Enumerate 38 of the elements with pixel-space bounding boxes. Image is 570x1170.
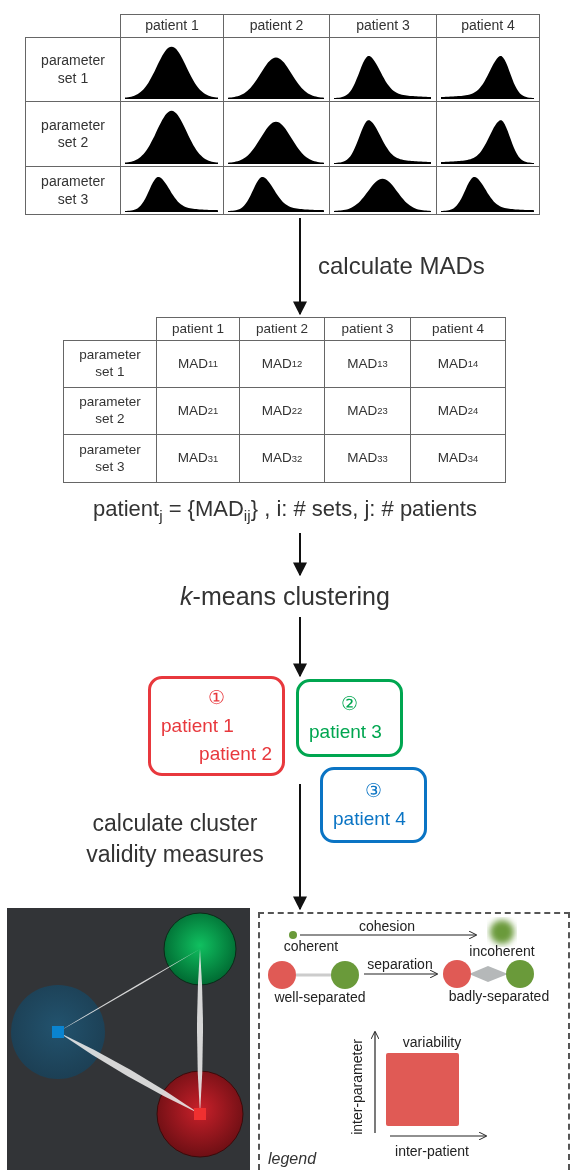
legend-text: inter-parameter — [349, 1039, 365, 1135]
row-header: parameter set 1 — [63, 340, 157, 388]
legend-text: badly-separated — [448, 988, 550, 1004]
formula-text: patient$_{j}$ = {MAD$_{ij}$} , i: # sets, j: # patients — [93, 496, 477, 526]
arrow — [293, 532, 307, 577]
edge-label: calculate MADs — [318, 251, 486, 281]
cluster-member: patient 2 — [198, 742, 272, 766]
legend-text: variability — [402, 1034, 462, 1050]
legend-title: legend — [268, 1150, 317, 1168]
cluster-box — [296, 679, 403, 757]
cluster-member: patient 3 — [309, 720, 383, 744]
column-header: patient 4 — [410, 317, 506, 341]
arrow — [293, 783, 307, 911]
cluster-box — [148, 676, 285, 776]
edge-label: calculate cluster validity measures — [85, 809, 265, 870]
column-header: patient 1 — [120, 14, 224, 38]
cluster-box — [320, 767, 427, 843]
arrow — [293, 217, 307, 316]
step-text: k-means clustering — [180, 581, 390, 611]
arrow — [293, 616, 307, 678]
row-header: parameter set 3 — [25, 166, 121, 215]
data-table — [25, 14, 540, 215]
row-header: parameter set 3 — [63, 434, 157, 483]
cluster-member: patient 4 — [333, 807, 407, 831]
cluster-member: patient 1 — [161, 714, 235, 738]
legend-text: cohesion — [359, 918, 415, 934]
legend-text: coherent — [283, 938, 339, 954]
cluster-number: ③ — [364, 779, 383, 803]
row-header: parameter set 1 — [25, 37, 121, 102]
legend-text: incoherent — [469, 943, 535, 959]
legend-text: separation — [367, 956, 433, 972]
legend-text: well-separated — [274, 989, 366, 1005]
column-header: patient 4 — [436, 14, 540, 38]
legend-text: inter-patient — [395, 1143, 469, 1159]
data-table — [63, 317, 506, 483]
column-header: patient 1 — [156, 317, 240, 341]
cluster-number: ① — [207, 686, 226, 710]
cluster-number: ② — [340, 692, 359, 716]
